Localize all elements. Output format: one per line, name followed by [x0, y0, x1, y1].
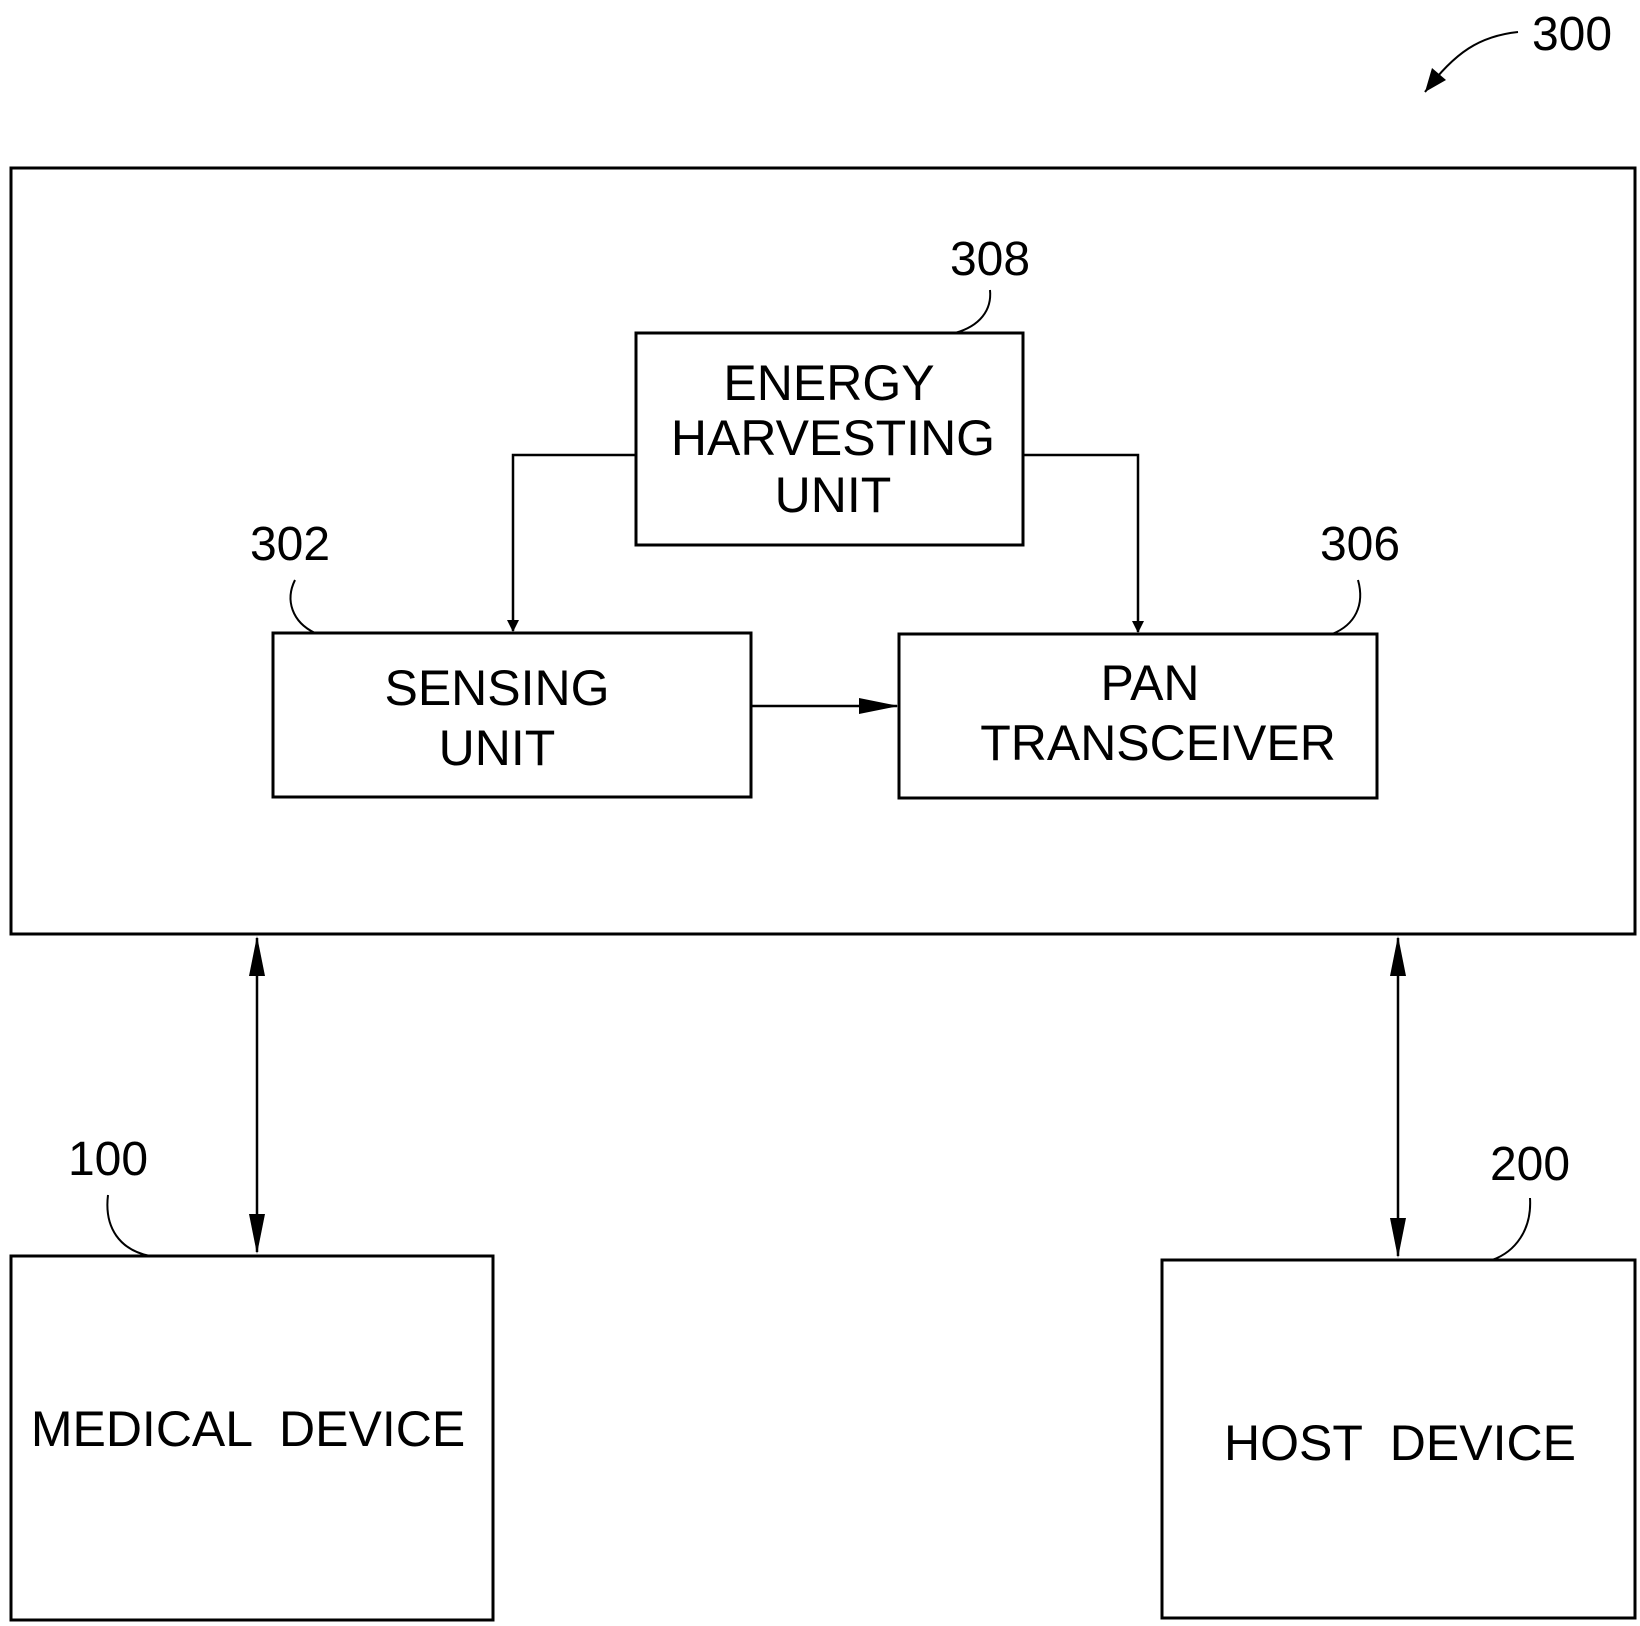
medical-device-ref: 100 — [68, 1133, 148, 1186]
figure-ref-label: 300 — [1532, 8, 1612, 61]
host-device-leader — [1492, 1198, 1530, 1260]
energy-to-sensing-arrow — [513, 455, 636, 631]
energy-unit-line2: HARVESTING — [671, 410, 995, 466]
sensing-unit-line1: SENSING — [384, 660, 609, 716]
medical-device-leader — [107, 1195, 150, 1256]
energy-unit-line3: UNIT — [775, 467, 892, 523]
host-device-label: HOST DEVICE — [1224, 1415, 1576, 1471]
pan-transceiver-line2: TRANSCEIVER — [980, 715, 1336, 771]
energy-unit-line1: ENERGY — [723, 355, 934, 411]
pan-transceiver-ref: 306 — [1320, 518, 1400, 571]
pan-transceiver-line1: PAN — [1100, 655, 1199, 711]
energy-unit-ref: 308 — [950, 233, 1030, 286]
sensing-unit-ref: 302 — [250, 518, 330, 571]
sensing-unit-leader — [291, 580, 315, 633]
sensing-unit-line2: UNIT — [439, 720, 556, 776]
pan-transceiver-leader — [1332, 580, 1360, 634]
host-device-ref: 200 — [1490, 1138, 1570, 1191]
medical-device-label: MEDICAL DEVICE — [31, 1401, 465, 1457]
energy-to-pan-arrow — [1023, 455, 1138, 632]
energy-unit-leader — [955, 290, 990, 333]
